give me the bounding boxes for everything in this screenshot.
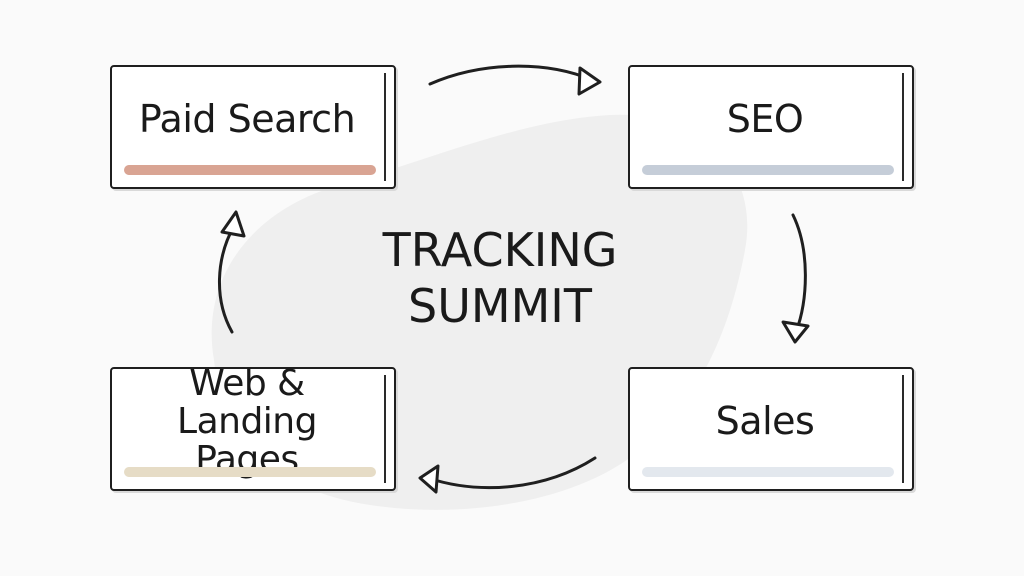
node-label: Sales (715, 399, 815, 444)
arrowhead-web-landing-to-paid-search (220, 210, 246, 238)
node-underline (642, 467, 894, 477)
node-seo[interactable]: SEO (628, 65, 914, 189)
arrow-sales-to-web-landing (426, 456, 597, 490)
node-underline (124, 467, 376, 477)
arrowhead-seo-to-sales (781, 320, 810, 344)
title-line-2: SUMMIT (408, 279, 592, 333)
node-label: Paid Search (138, 97, 356, 142)
arrow-web-landing-to-paid-search (217, 224, 236, 334)
arrow-paid-search-to-seo (428, 64, 594, 86)
node-sales[interactable]: Sales (628, 367, 914, 491)
title-line-1: TRACKING (382, 223, 618, 277)
node-paid-search[interactable]: Paid Search (110, 65, 396, 189)
node-label: SEO (726, 97, 804, 142)
node-label: Web & Landing Pages (177, 363, 317, 480)
node-underline (124, 165, 376, 175)
arrowhead-paid-search-to-seo (577, 66, 602, 96)
node-underline (642, 165, 894, 175)
arrow-seo-to-sales (791, 213, 807, 334)
node-web-landing[interactable]: Web & Landing Pages (110, 363, 396, 491)
arrowhead-sales-to-web-landing (418, 464, 440, 494)
center-title: TRACKING SUMMIT (330, 222, 670, 334)
